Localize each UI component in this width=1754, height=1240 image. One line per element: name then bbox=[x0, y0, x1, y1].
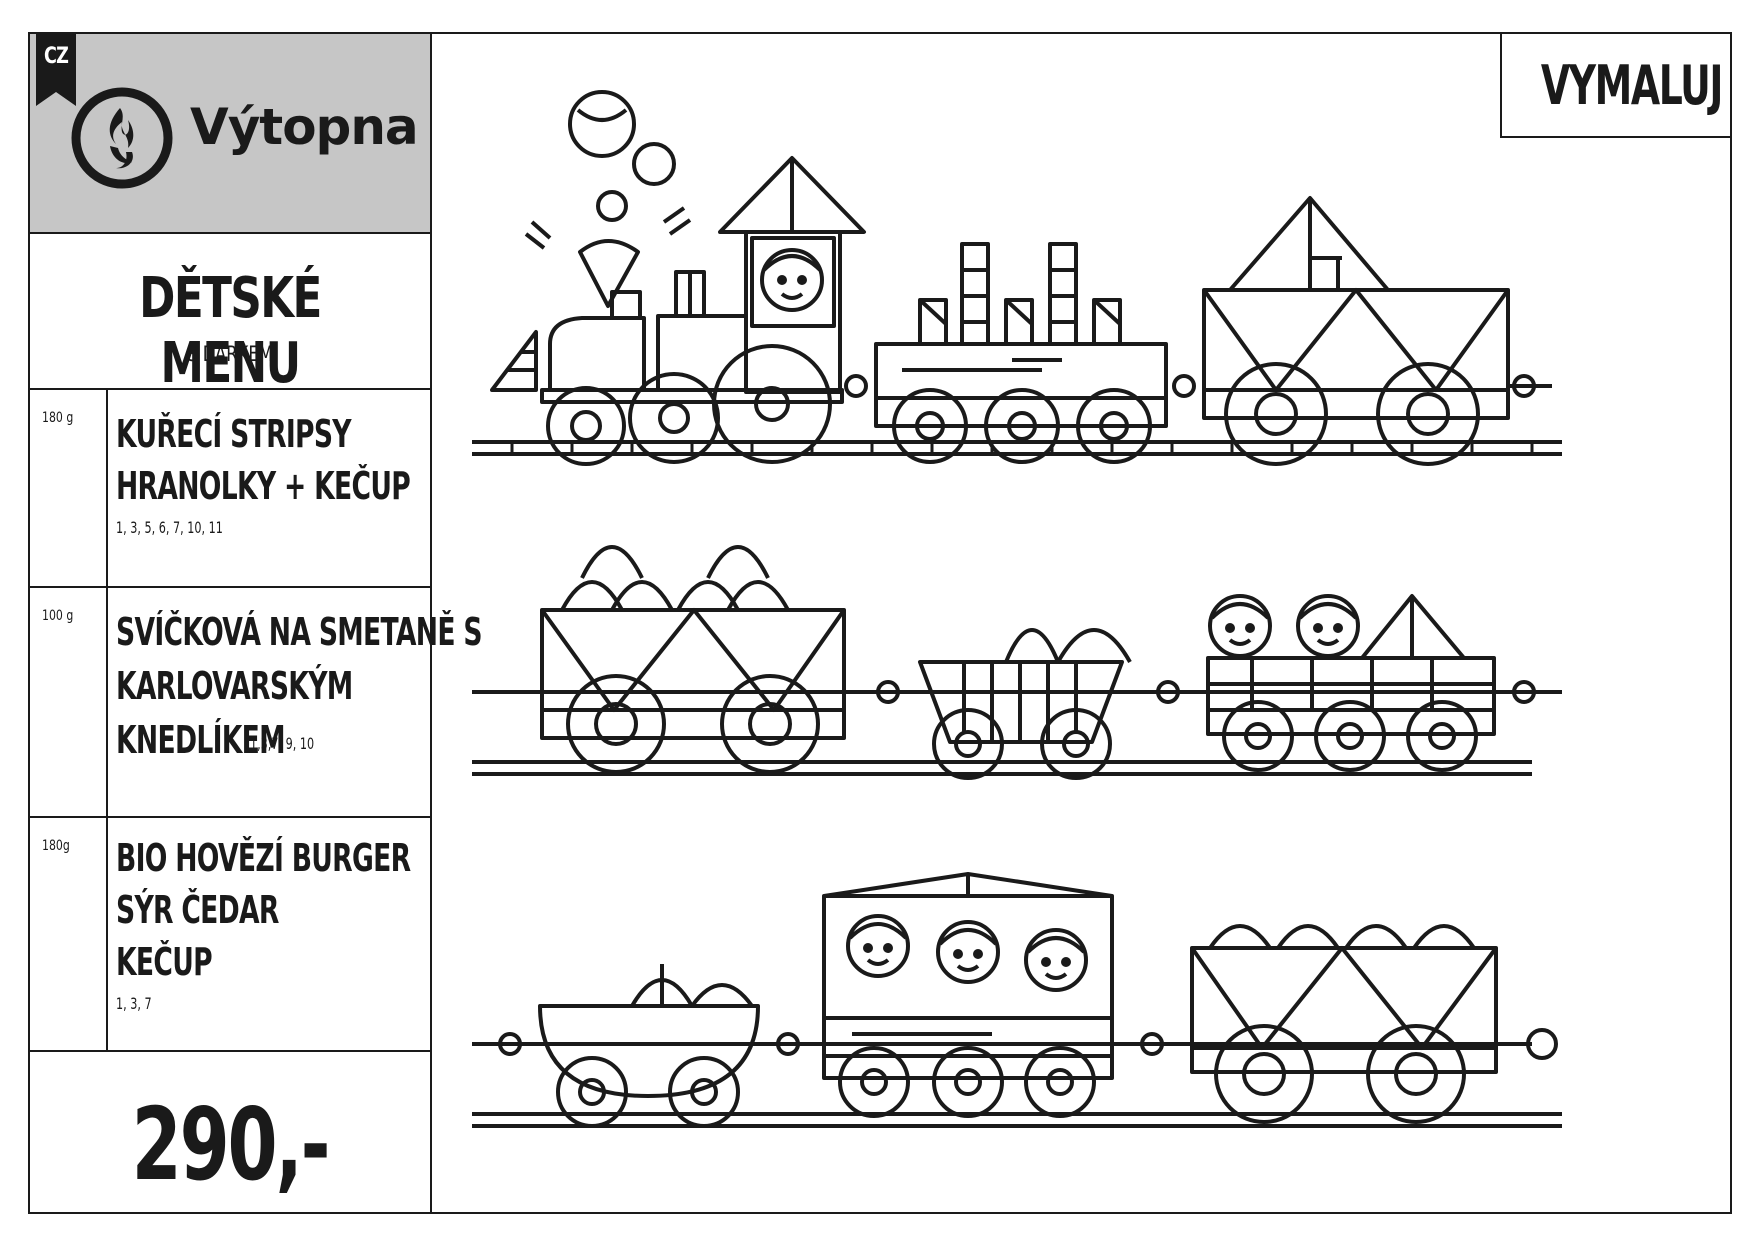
rail-track bbox=[472, 440, 1562, 456]
wagon-blocks bbox=[874, 242, 1196, 464]
item-allergens: 1, 3, 7 bbox=[116, 994, 152, 1013]
wagon-kids bbox=[1206, 594, 1536, 772]
bookmark-flag-icon bbox=[36, 34, 76, 106]
item-line: SVÍČKOVÁ NA SMETANĚ S bbox=[116, 610, 483, 654]
item-allergens: 1,3,7, 9, 10 bbox=[250, 734, 315, 753]
menu-item-3: 180g BIO HOVĚZÍ BURGER SÝR ČEDAR KEČUP 1… bbox=[30, 818, 430, 1052]
wagon-cart bbox=[918, 628, 1180, 780]
brand-name: Výtopna bbox=[190, 98, 419, 156]
train-row-2 bbox=[472, 545, 1562, 780]
item-line: HRANOLKY + KEČUP bbox=[116, 464, 411, 508]
train-row-3 bbox=[472, 872, 1562, 1128]
item-line: KNEDLÍKEM bbox=[116, 718, 286, 762]
item-weight: 100 g bbox=[42, 608, 74, 624]
item-line: KARLOVARSKÝM bbox=[116, 664, 353, 708]
item-weight: 180 g bbox=[42, 410, 74, 426]
menu-subtitle: S DÁRKEM bbox=[187, 342, 273, 366]
coloring-label: VYMALUJ bbox=[1500, 34, 1730, 138]
coloring-label-text: VYMALUJ bbox=[1540, 54, 1724, 117]
item-line: SÝR ČEDAR bbox=[116, 888, 279, 932]
locomotive bbox=[490, 90, 868, 466]
wagon-hopper bbox=[1202, 196, 1552, 466]
menu-card: CZ Výtopna DĚTSKÉ MENU S DÁRKEM 180 g KU… bbox=[28, 32, 1732, 1214]
item-weight: 180g bbox=[42, 838, 70, 854]
wagon-passenger bbox=[822, 872, 1164, 1118]
train-row-1 bbox=[472, 90, 1562, 466]
menu-item-1: 180 g KUŘECÍ STRIPSY HRANOLKY + KEČUP 1,… bbox=[30, 390, 430, 588]
item-allergens: 1, 3, 5, 6, 7, 10, 11 bbox=[116, 518, 223, 537]
rail-track bbox=[472, 1112, 1562, 1128]
menu-item-2: 100 g SVÍČKOVÁ NA SMETANĚ S KARLOVARSKÝM… bbox=[30, 588, 483, 818]
menu-column: CZ Výtopna DĚTSKÉ MENU S DÁRKEM 180 g KU… bbox=[30, 34, 483, 1212]
logo-panel: CZ Výtopna bbox=[30, 34, 430, 234]
item-line: BIO HOVĚZÍ BURGER bbox=[116, 836, 411, 880]
wagon-fruit bbox=[540, 545, 900, 774]
language-label: CZ bbox=[43, 44, 69, 69]
train-coloring-illustration bbox=[472, 90, 1562, 1128]
flame-logo-icon bbox=[71, 87, 173, 189]
wagon-bowl bbox=[498, 964, 800, 1128]
menu-price: 290,- bbox=[131, 1086, 331, 1203]
rail-track bbox=[472, 760, 1532, 776]
menu-title-box: DĚTSKÉ MENU S DÁRKEM bbox=[30, 234, 430, 396]
menu-title: DĚTSKÉ MENU bbox=[139, 266, 322, 396]
item-line: KUŘECÍ STRIPSY bbox=[116, 412, 352, 456]
item-line: KEČUP bbox=[116, 940, 213, 984]
wagon-hopper-2 bbox=[1190, 924, 1558, 1124]
